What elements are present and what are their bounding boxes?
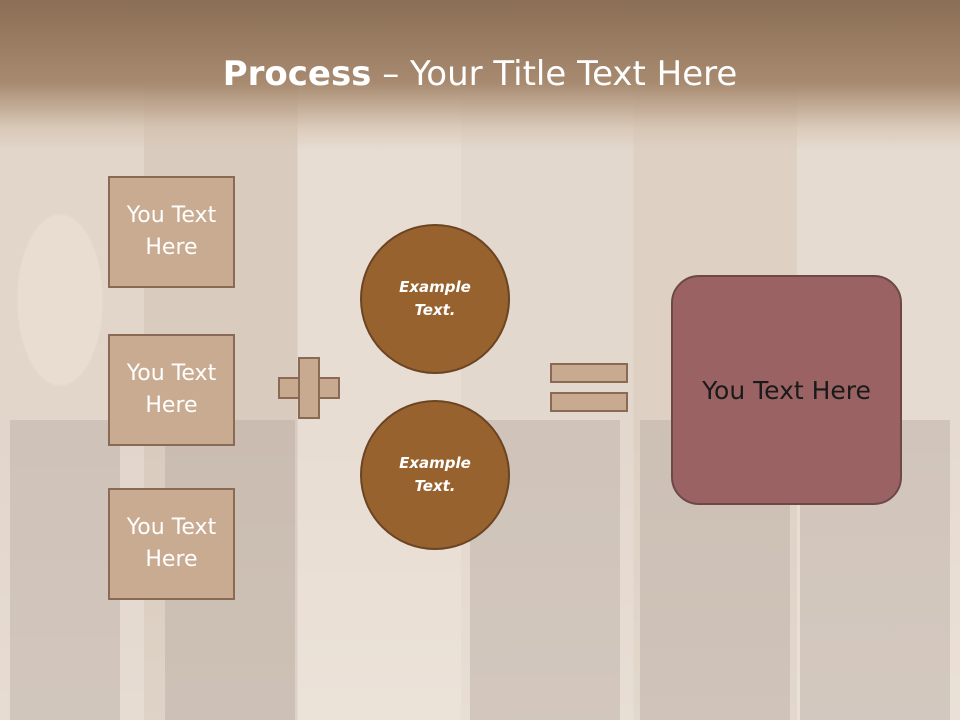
box-line-2: Here [145,235,198,260]
circle-line-2: Text. [414,477,456,495]
title-rest: – Your Title Text Here [371,54,738,94]
result-label: You Text Here [702,375,871,405]
circle-line-1: Example [399,454,471,472]
title-bar [0,0,960,150]
circle-line-2: Text. [414,301,456,319]
slide-title[interactable]: Process – Your Title Text Here [0,52,960,96]
box-line-2: Here [145,393,198,418]
box-line-1: You Text [126,203,217,228]
result-box[interactable]: You Text Here [671,275,902,505]
background-figure [10,420,120,720]
circle-line-1: Example [399,278,471,296]
box-line-2: Here [145,547,198,572]
title-bold: Process [222,54,372,94]
box-line-1: You Text [126,515,217,540]
box-line-1: You Text [126,361,217,386]
